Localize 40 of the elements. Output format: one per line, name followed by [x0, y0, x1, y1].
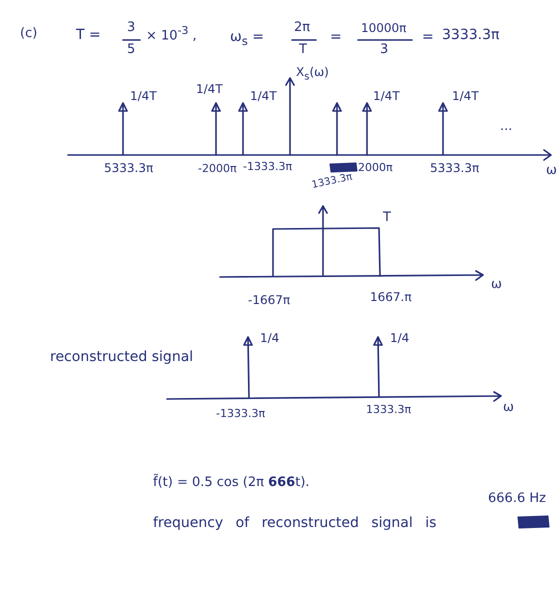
equation-text: 5: [127, 43, 136, 58]
impulse-weight-label: 1/4T: [452, 90, 479, 104]
equation-text: × 10$^{-3}$ ,: [146, 25, 197, 44]
impulse-weight-label: 1/4: [260, 332, 280, 346]
impulse-weight-label: 1/4T: [373, 90, 400, 104]
amplitude-label: T: [383, 211, 391, 226]
equation-text: =: [422, 28, 434, 45]
axis-tick-label: -2000π: [198, 163, 237, 176]
axis-tick-label: 5333.3π: [104, 162, 154, 176]
axis-tick-label: -1333.3π: [243, 161, 292, 174]
impulse-weight-label: 1/4T: [196, 82, 223, 97]
axis-tick-label: 5333.3π: [430, 162, 480, 176]
equation-text: 10000π: [361, 22, 406, 36]
impulse-weight-label: 1/4T: [250, 90, 277, 104]
equation-text: =: [330, 28, 342, 45]
equation-text: 3: [380, 43, 388, 58]
axis-tick-label: 1333.3π: [310, 172, 354, 192]
axis-tick-label: 1667.π: [370, 290, 412, 305]
equation-text: f̃(t) = 0.5 cos (2π 666t).: [153, 476, 310, 492]
answer-note: 666.6 Hz: [488, 492, 546, 508]
axis-tick-label: -1333.3π: [216, 408, 266, 422]
equation-text: T =: [76, 26, 101, 43]
axis-label: ω: [546, 164, 557, 180]
axis-label: ω: [503, 401, 514, 416]
answer-sentence: frequency of reconstructed signal is: [153, 514, 436, 531]
impulse-weight-label: 1/4: [390, 332, 410, 346]
equation-text: 2π: [294, 21, 310, 36]
part-label: (c): [20, 27, 38, 42]
equation-text: ω$_{s}$ =: [230, 28, 264, 48]
equation-text: 3333.3π: [442, 26, 500, 43]
plot-caption: reconstructed signal: [50, 348, 194, 365]
impulse-weight-label: 1/4T: [130, 90, 157, 104]
continuation-dots: ...: [500, 120, 512, 136]
axis-tick-label: -1667π: [248, 294, 290, 308]
axis-tick-label: 1333.3π: [366, 404, 412, 418]
axis-label: ω: [491, 278, 502, 294]
equation-text: T: [299, 43, 307, 58]
axis-tick-label: 2000π: [358, 162, 393, 176]
equation-text: 3: [127, 21, 136, 36]
axis-title: X$_{s}$(ω): [296, 66, 329, 83]
